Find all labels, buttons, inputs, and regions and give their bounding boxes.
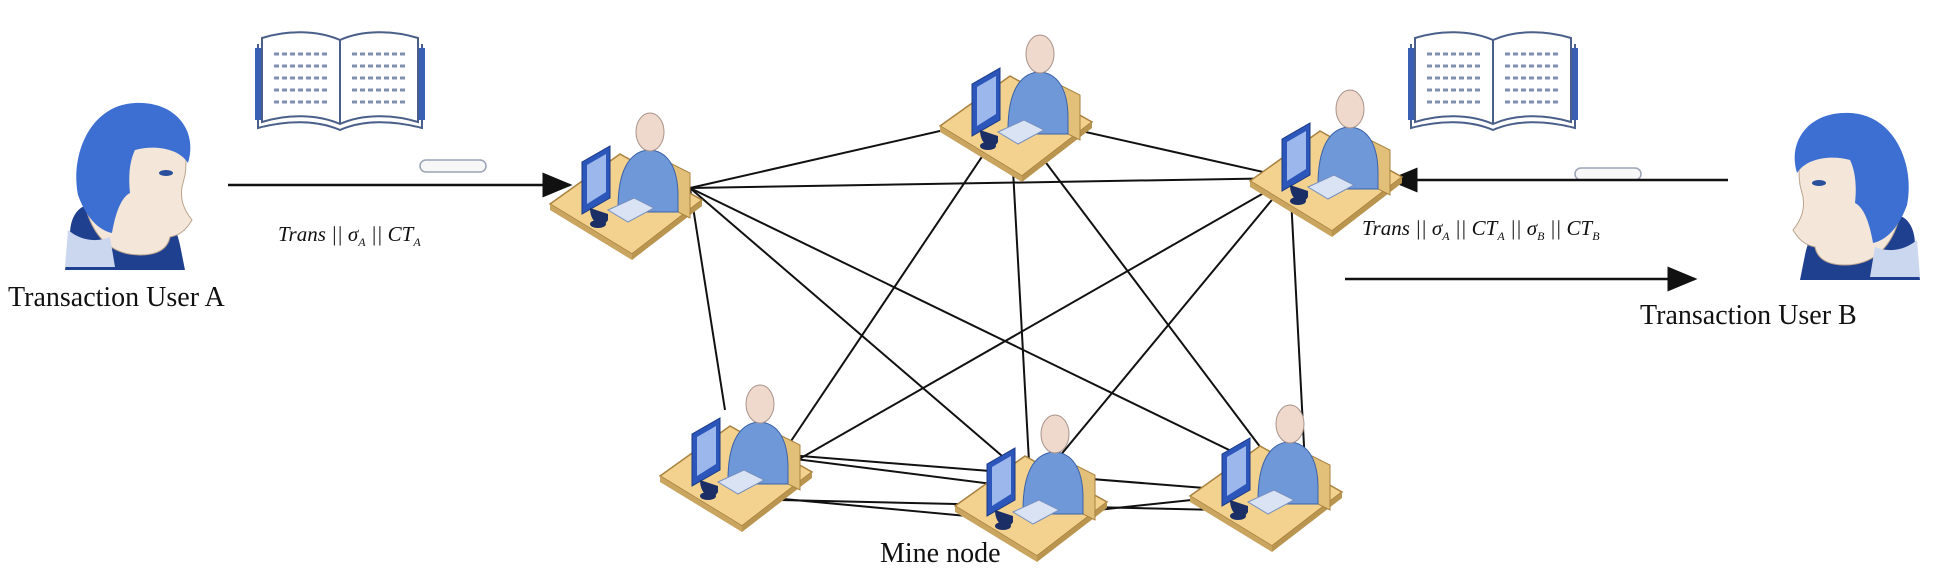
- formula-a-ct-sub: A: [413, 235, 421, 250]
- user-b-icon: [1792, 112, 1921, 281]
- user-a-icon: [64, 102, 193, 271]
- formula-b-sigma-b: σ: [1526, 216, 1538, 240]
- user-a-label: Transaction User A: [8, 282, 225, 313]
- mine-node-4-icon: [659, 384, 813, 533]
- formula-a-base: Trans: [278, 222, 326, 246]
- formula-b-sigma-b-sub: B: [1537, 229, 1545, 244]
- user-b-label: Transaction User B: [1640, 300, 1857, 331]
- formula-a-sigma-sub: A: [358, 235, 366, 250]
- ledger-b-capsule: [1574, 167, 1642, 181]
- formula-b-ct-a-sub: A: [1497, 229, 1505, 244]
- formula-b-sigma-a: σ: [1431, 216, 1443, 240]
- formula-b-ct-b: CT: [1566, 216, 1593, 240]
- formula-a: Trans || σA || CTA: [278, 222, 421, 250]
- formula-b-ct-a: CT: [1471, 216, 1498, 240]
- mine-node-1-icon: [549, 112, 703, 261]
- ledger-a-book-icon: [253, 30, 427, 132]
- formula-b: Trans || σA || CTA || σB || CTB: [1362, 216, 1600, 244]
- formula-b-sigma-a-sub: A: [1442, 229, 1450, 244]
- formula-a-sigma: σ: [347, 222, 359, 246]
- ledger-b-book-icon: [1406, 30, 1580, 132]
- mine-node-3-icon: [1249, 89, 1403, 238]
- mine-node-2-icon: [939, 34, 1093, 183]
- formula-b-base: Trans: [1362, 216, 1410, 240]
- mine-node-label: Mine node: [880, 538, 1001, 569]
- formula-b-ct-b-sub: B: [1592, 229, 1600, 244]
- formula-a-ct: CT: [387, 222, 414, 246]
- ledger-a-capsule: [419, 159, 487, 173]
- mine-node-6-icon: [1189, 404, 1343, 553]
